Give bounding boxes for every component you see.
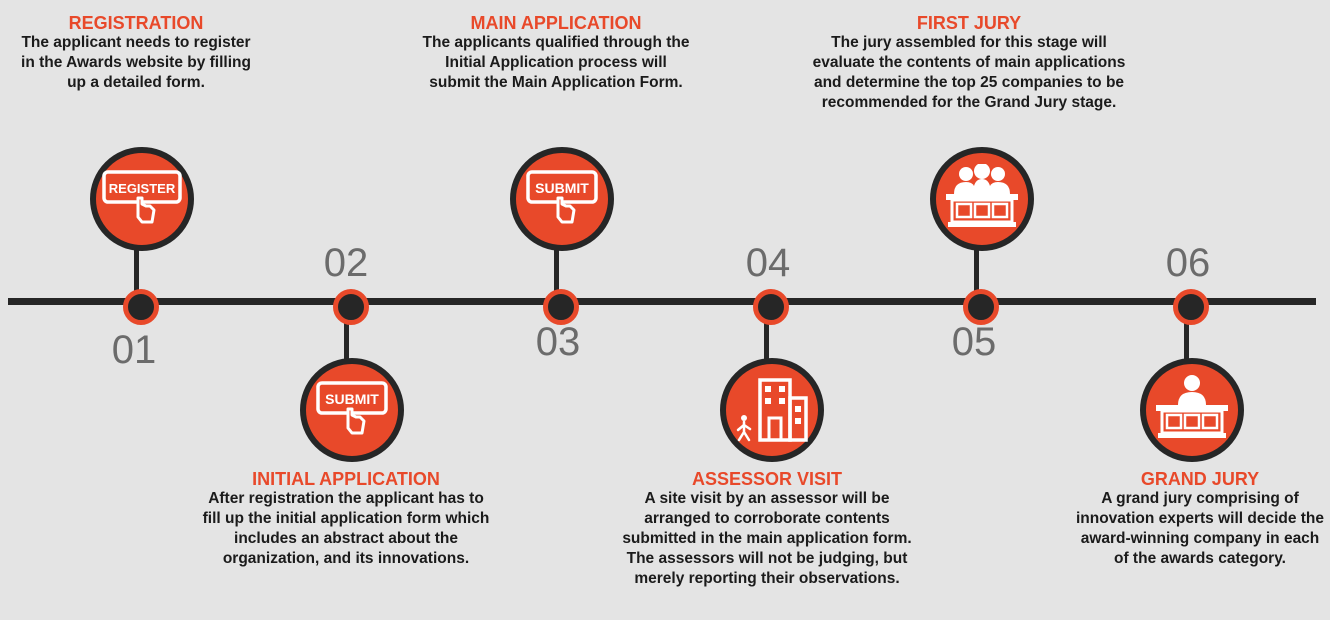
step-title: GRAND JURY (1140, 469, 1260, 489)
step-number: 02 (323, 241, 369, 285)
step-description: The applicants qualified through the Ini… (422, 34, 690, 91)
step-title: FIRST JURY (916, 13, 1022, 33)
step-2-badge: SUBMIT (300, 358, 404, 462)
step-description: The applicant needs to register in the A… (21, 34, 251, 91)
timeline-node (1173, 289, 1209, 325)
timeline-node (963, 289, 999, 325)
step-5-text: FIRST JURY The jury assembled for this s… (810, 13, 1128, 113)
step-number: 04 (745, 241, 791, 285)
icon-label: REGISTER (109, 181, 176, 196)
step-connector (343, 304, 349, 360)
register-button-icon: REGISTER (102, 170, 182, 224)
submit-button-icon: SUBMIT (316, 381, 388, 435)
grand-jury-icon (1156, 375, 1228, 438)
step-connector (973, 240, 979, 300)
step-connector (763, 304, 769, 360)
timeline-line (8, 298, 1316, 305)
step-6-badge (1140, 358, 1244, 462)
step-description: The jury assembled for this stage will e… (812, 34, 1126, 111)
step-1-badge: REGISTER (90, 147, 194, 251)
step-3-text: MAIN APPLICATION The applicants qualifie… (418, 13, 694, 93)
timeline-node (753, 289, 789, 325)
step-title: ASSESSOR VISIT (691, 469, 843, 489)
step-6-text: GRAND JURY A grand jury comprising of in… (1074, 469, 1326, 569)
step-description: After registration the applicant has to … (202, 490, 490, 567)
icon-label: SUBMIT (325, 391, 379, 407)
step-number: 03 (535, 320, 581, 364)
step-4-text: ASSESSOR VISIT A site visit by an assess… (612, 469, 922, 589)
step-number: 05 (951, 320, 997, 364)
step-number: 01 (111, 328, 157, 372)
step-number: 06 (1165, 241, 1211, 285)
step-4-badge (720, 358, 824, 462)
step-2-text: INITIAL APPLICATION After registration t… (200, 469, 492, 569)
step-connector (553, 240, 559, 300)
timeline-node (333, 289, 369, 325)
step-connector (1183, 304, 1189, 360)
step-title: INITIAL APPLICATION (252, 469, 440, 489)
building-visit-icon (736, 378, 808, 442)
step-description: A grand jury comprising of innovation ex… (1075, 490, 1325, 567)
step-title: REGISTRATION (68, 13, 204, 33)
step-5-badge (930, 147, 1034, 251)
icon-label: SUBMIT (535, 180, 589, 196)
step-connector (133, 240, 139, 300)
step-description: A site visit by an assessor will be arra… (622, 490, 912, 587)
timeline-node (123, 289, 159, 325)
step-title: MAIN APPLICATION (470, 13, 642, 33)
jury-panel-icon (946, 164, 1018, 227)
submit-button-icon: SUBMIT (526, 170, 598, 224)
step-3-badge: SUBMIT (510, 147, 614, 251)
step-1-text: REGISTRATION The applicant needs to regi… (20, 13, 252, 93)
timeline-node (543, 289, 579, 325)
